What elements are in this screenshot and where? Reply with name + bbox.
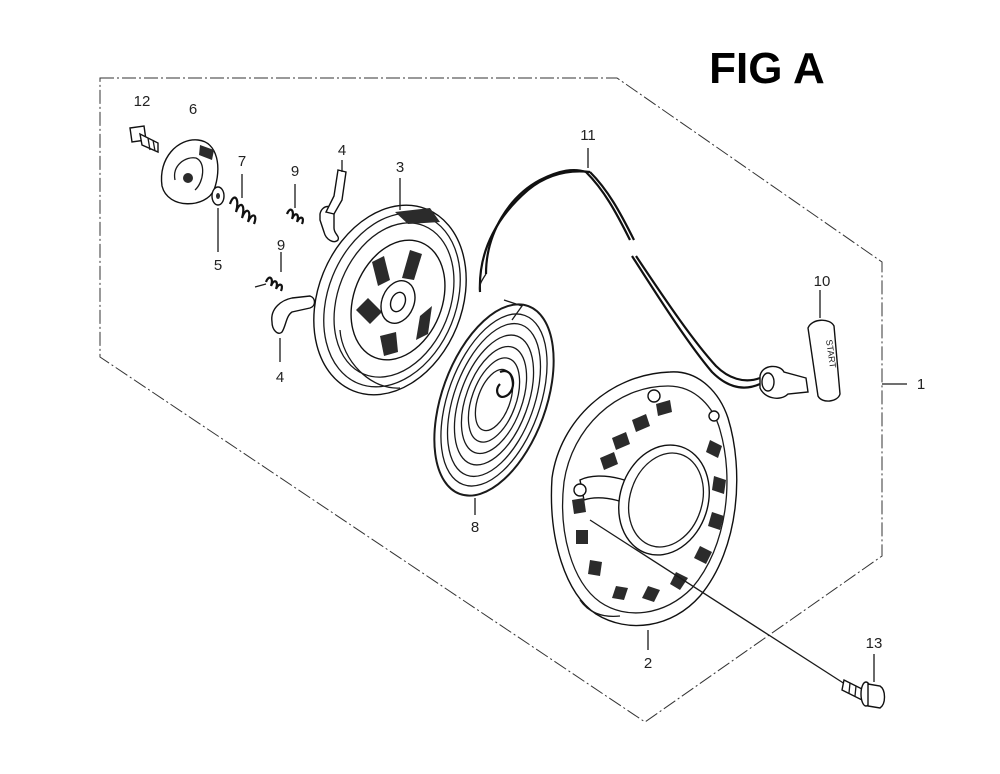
part-12-bolt: 12 [129,93,159,154]
callout-label-6: 6 [189,101,197,118]
callout-label-1: 1 [917,376,925,393]
callout-label-11: 11 [580,127,596,144]
part-2-starter-case: 2 [550,371,738,672]
callout-label-4a: 4 [338,142,346,159]
figure-title: FIG A [709,44,825,93]
callout-label-7: 7 [238,153,246,170]
assembly-boundary [99,77,883,723]
callout-label-4b: 4 [276,369,284,386]
part-8-spiral-spring: 8 [433,299,555,536]
handle-text: START [824,339,838,369]
part-7-spring: 7 [228,153,257,225]
part-9-spring-upper: 9 [285,163,305,225]
part-6-plate: 6 [160,101,219,205]
callout-label-10: 10 [814,273,831,290]
callout-label-13: 13 [866,635,883,652]
part-11-rope: 11 [478,127,761,389]
callout-label-2: 2 [644,655,652,672]
part-9-spring-lower: 9 [254,237,285,292]
callout-label-12: 12 [134,93,151,110]
part-4-pawl-lower: 4 [271,295,316,386]
part-3-reel: 3 [313,159,467,396]
callout-label-3: 3 [396,159,404,176]
part-4-pawl-upper: 4 [319,142,347,243]
callout-label-9b: 9 [277,237,285,254]
callout-1: 1 [882,376,925,393]
center-axis-line [589,519,849,687]
callout-label-5: 5 [214,257,222,274]
callout-label-8: 8 [471,519,479,536]
part-5-washer: 5 [211,186,225,274]
part-13-bolt: 13 [841,635,886,709]
part-10-handle: START 10 [759,273,841,402]
callout-label-9a: 9 [291,163,299,180]
